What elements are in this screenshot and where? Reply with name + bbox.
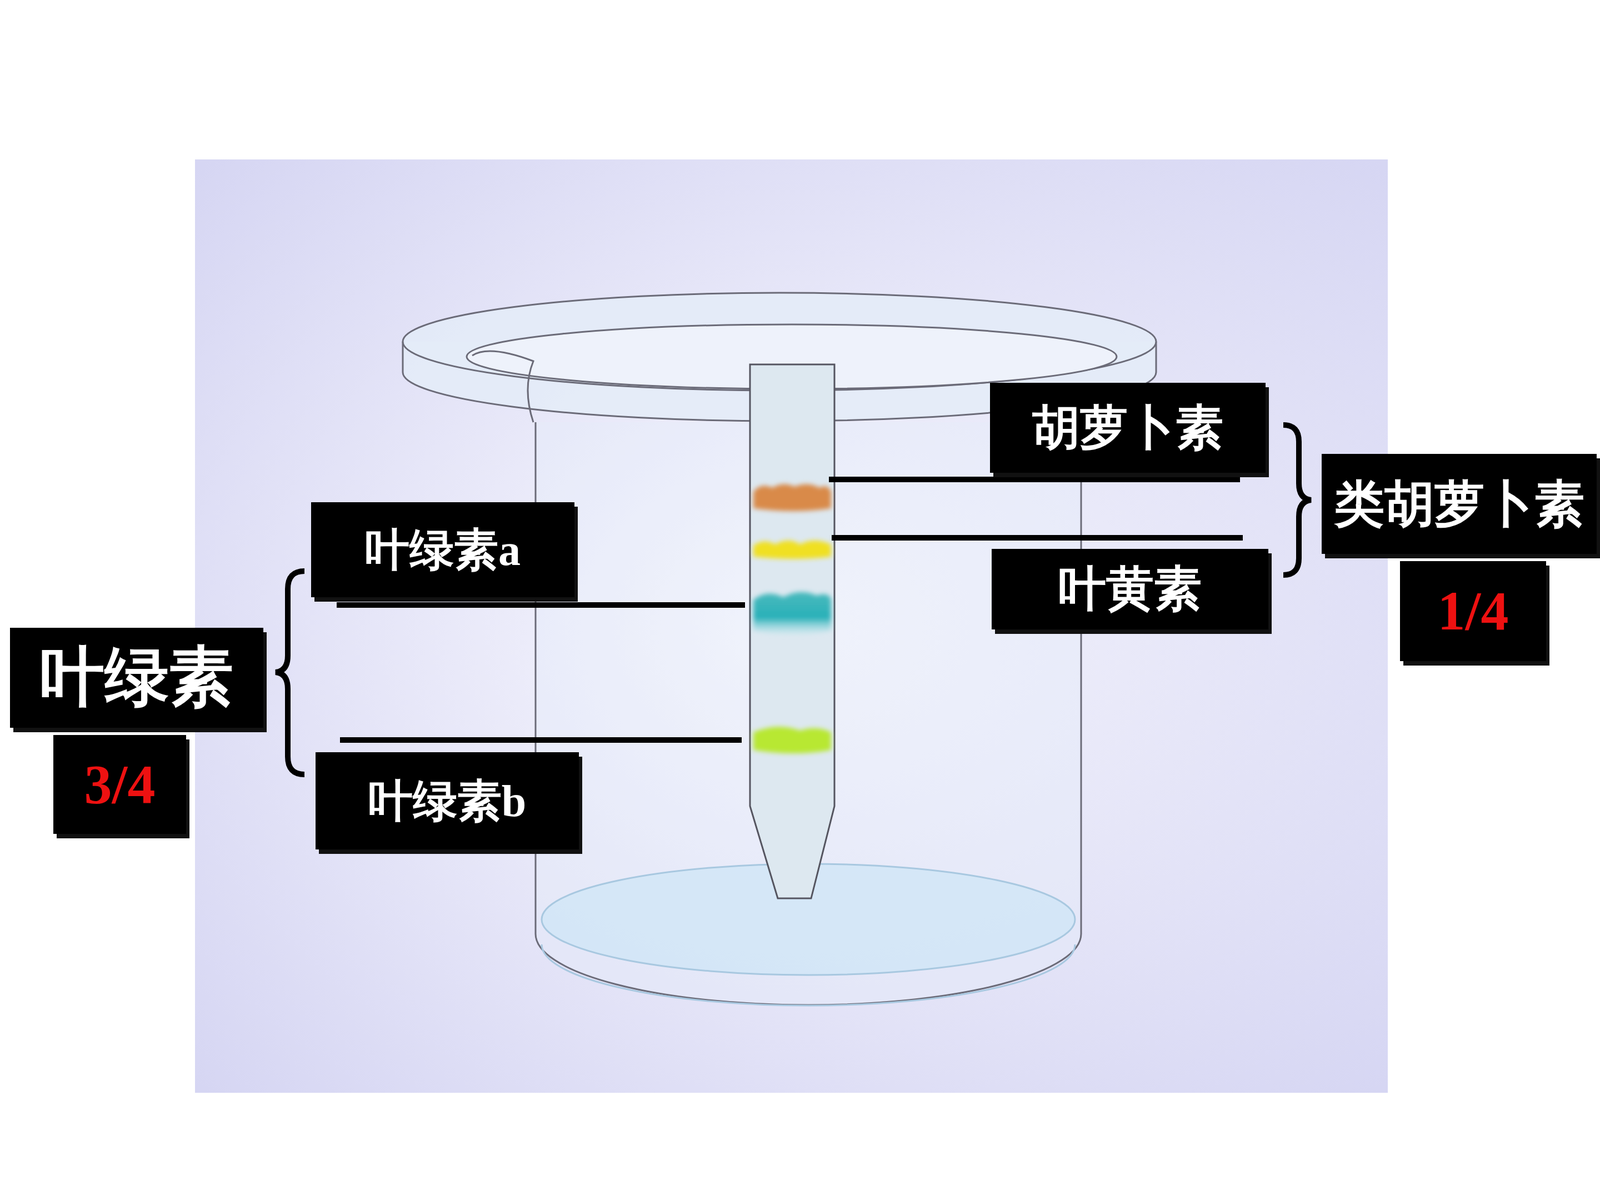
carotene-band (753, 483, 832, 512)
label-box: 胡萝卜素 (990, 382, 1266, 473)
pigment-label: 叶绿素b (368, 776, 527, 826)
ratio-number: 3/4 (84, 753, 156, 815)
label-box: 叶绿素a (311, 502, 575, 598)
label-box: 叶黄素 (991, 548, 1269, 630)
label-box: 叶绿素 (10, 627, 264, 728)
ratio-number: 1/4 (1437, 580, 1509, 642)
brace (275, 571, 305, 775)
chlorophyll-b-band (753, 726, 832, 754)
label-box: 类胡萝卜素 (1321, 453, 1597, 554)
pigment-label: 叶绿素a (365, 525, 521, 575)
chlorophyll-a-band (753, 592, 832, 635)
label-box: 1/4 (1400, 561, 1547, 662)
pigment-label: 叶绿素 (40, 642, 234, 714)
pigment-label: 叶黄素 (1058, 562, 1202, 616)
pigment-label: 类胡萝卜素 (1334, 476, 1585, 532)
xanthophyll-band (753, 540, 832, 559)
brace (1283, 425, 1312, 575)
label-box: 3/4 (53, 735, 187, 834)
background-panel (195, 159, 1388, 1093)
label-box: 叶绿素b (315, 752, 579, 850)
pigment-label: 胡萝卜素 (1032, 401, 1224, 455)
chromatography-strip (750, 364, 835, 899)
